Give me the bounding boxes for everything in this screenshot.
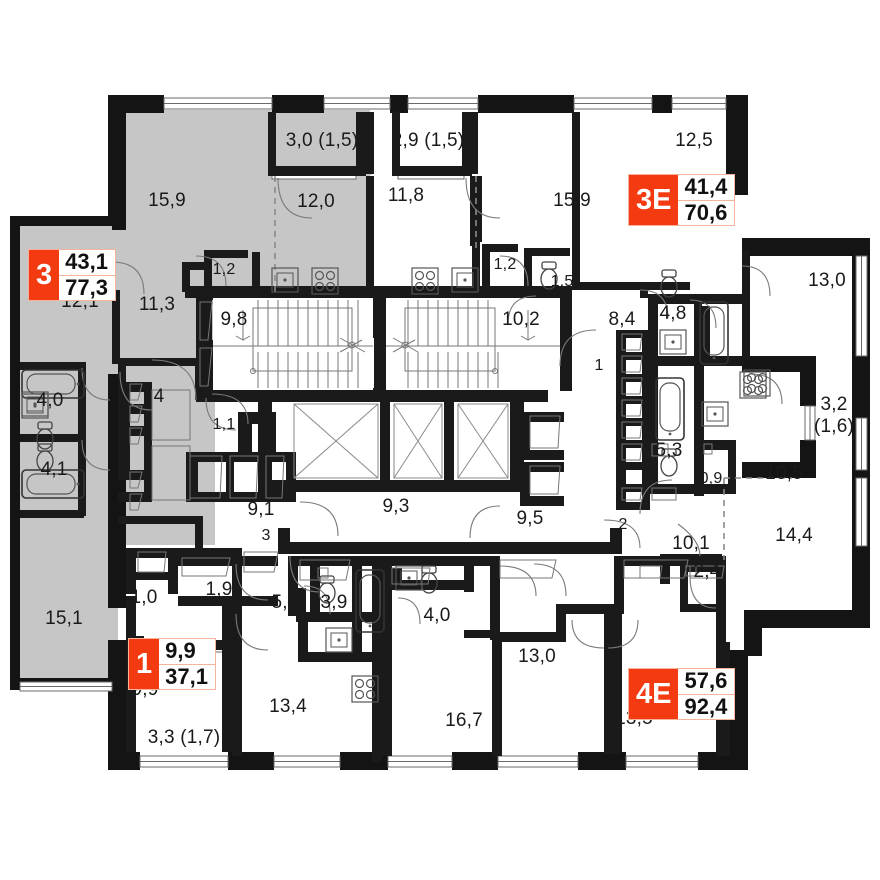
- room-area-label: 3,2: [820, 394, 848, 415]
- room-area-label: 15,1: [45, 608, 83, 629]
- badge-living-area: 41,4: [678, 174, 735, 201]
- badge-room-count: 3Е: [629, 175, 679, 226]
- room-area-label: 4: [153, 386, 165, 407]
- room-area-label: 9,1: [247, 499, 275, 520]
- badge-total-area: 92,4: [684, 693, 728, 719]
- room-area-label: 2: [618, 516, 628, 533]
- room-area-label: 12,5: [675, 130, 713, 151]
- room-area-label: 3,3 (1,7): [147, 727, 221, 748]
- room-area-label: 10,2: [502, 309, 540, 330]
- room-area-label: 10,1: [672, 533, 710, 554]
- room-area-label: 5,3: [655, 440, 683, 461]
- room-area-label: 13,0: [518, 646, 556, 667]
- room-area-label: 11,3: [138, 294, 176, 315]
- room-area-label: 1,2: [493, 256, 517, 273]
- badge-total-area: 70,6: [684, 199, 728, 225]
- room-area-label: 9,8: [220, 309, 248, 330]
- room-area-label: 10,5: [765, 463, 803, 484]
- room-area-label: 3: [261, 527, 271, 544]
- badge-room-count: 1: [129, 639, 160, 690]
- room-area-label: 1,0: [130, 587, 158, 608]
- badge-room-count: 3: [29, 250, 60, 301]
- room-area-label: 1,5: [550, 273, 574, 290]
- room-area-label: 14,4: [775, 525, 813, 546]
- room-area-label: 13,4: [269, 696, 307, 717]
- room-area-label: 1,9: [205, 579, 233, 600]
- room-area-label: 2,9 (1,5): [391, 130, 465, 151]
- badge-living-area: 43,1: [59, 249, 115, 276]
- room-area-label: 4,0: [36, 390, 64, 411]
- badge-living-area: 9,9: [159, 638, 215, 665]
- room-area-label: 9,3: [382, 496, 410, 517]
- room-area-label: 1,2: [212, 261, 236, 278]
- room-area-label: 3,9: [320, 592, 348, 613]
- badge-total-area: 77,3: [65, 274, 108, 300]
- badge-living-area: 57,6: [678, 668, 735, 695]
- room-area-label: 5,3: [271, 592, 299, 613]
- room-area-label: 16,7: [445, 710, 483, 731]
- room-area-label: 15,9: [148, 190, 186, 211]
- room-area-label: 4,1: [40, 459, 68, 480]
- room-area-label: 3,0 (1,5): [285, 130, 359, 151]
- badge-room-count: 4Е: [629, 669, 679, 720]
- room-area-label: 11,8: [387, 185, 425, 206]
- room-area-label: 1: [594, 357, 604, 374]
- room-area-label: 13,0: [808, 270, 846, 291]
- room-area-label: 2,4: [693, 561, 721, 582]
- room-area-label: (1,6): [813, 416, 855, 437]
- badge-total-area: 37,1: [165, 663, 208, 689]
- room-area-label: 1,1: [212, 416, 236, 433]
- room-area-label: 12,0: [297, 191, 335, 212]
- room-area-label: 9,5: [516, 508, 544, 529]
- room-area-label: 0,9: [699, 470, 723, 487]
- room-area-label: 4,0: [423, 605, 451, 626]
- room-area-label: 8,4: [608, 309, 636, 330]
- room-area-label: 4,8: [659, 303, 687, 324]
- room-area-label: 15,9: [553, 190, 591, 211]
